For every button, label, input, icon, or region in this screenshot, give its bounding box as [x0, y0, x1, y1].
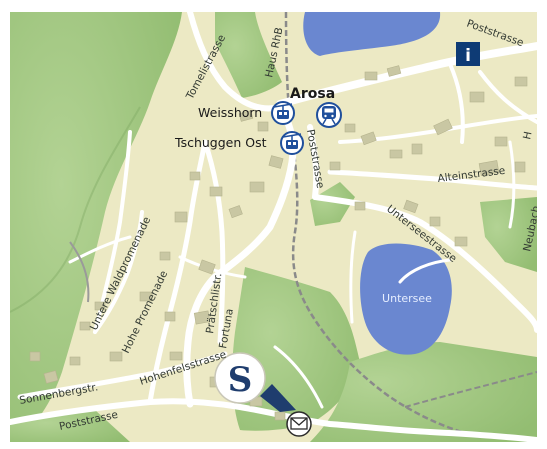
- cable-car-weisshorn-icon[interactable]: [271, 101, 295, 125]
- path-trail: [69, 241, 90, 303]
- tourist-info-icon[interactable]: i: [456, 42, 480, 66]
- weisshorn-label: Weisshorn: [198, 105, 262, 120]
- town-label: Arosa: [290, 86, 335, 102]
- info-label: i: [465, 46, 471, 66]
- railway-line: [284, 12, 481, 439]
- cable-car-tschuggen-icon[interactable]: [280, 131, 304, 155]
- buildings: [29, 65, 528, 421]
- lake-label: Untersee: [382, 292, 432, 305]
- map-canvas[interactable]: i: [10, 12, 537, 442]
- forest-areas: [10, 12, 537, 442]
- forest-edge-shadow: [10, 106, 141, 313]
- train-station-icon[interactable]: [316, 102, 342, 128]
- hotel-logo-letter: S: [228, 360, 253, 400]
- hotel-logo-pin[interactable]: S: [214, 352, 296, 412]
- obersee-lake: [303, 12, 441, 56]
- envelope-icon[interactable]: [286, 411, 312, 437]
- street-label: H: [521, 130, 534, 140]
- tschuggen-label: Tschuggen Ost: [174, 135, 267, 150]
- untersee-lake: [360, 243, 452, 355]
- railway-line-east: [404, 371, 537, 408]
